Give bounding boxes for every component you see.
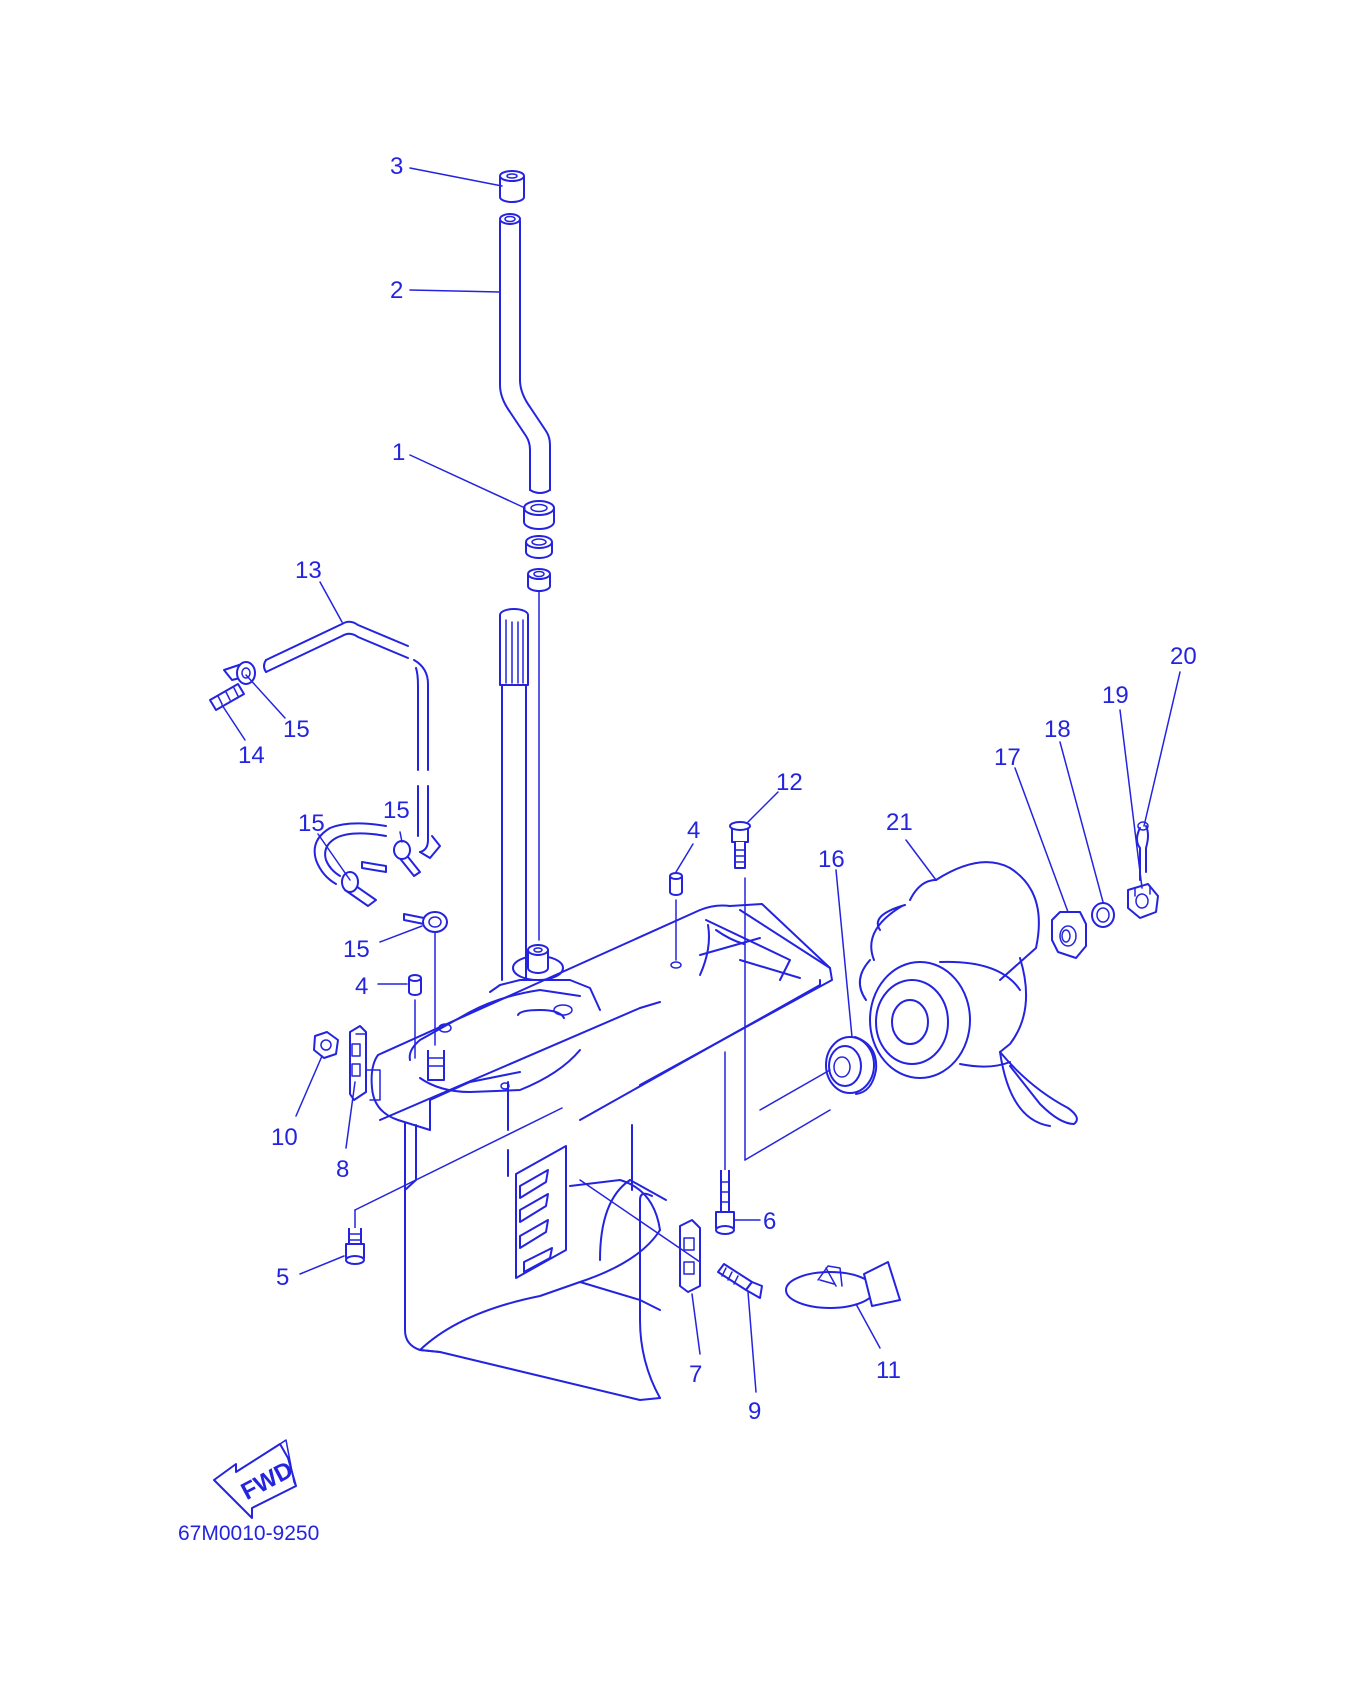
callout-3: 3 [390,153,403,180]
callout-15: 15 [383,797,410,824]
callout-4: 4 [355,973,368,1000]
part-12-bolt [729,821,831,1161]
part-21-propeller [859,861,1078,1127]
part-2-water-pipe [499,213,551,494]
part-9-bolt [717,1263,763,1299]
callout-labels: 3 2 1 13 15 14 20 19 18 17 12 4 21 16 15… [238,153,1197,1425]
part-11-trim-tab [785,1261,901,1309]
callout-11: 11 [876,1357,901,1384]
fwd-arrow-icon: FWD [213,1439,298,1519]
callout-12: 12 [776,769,803,796]
callout-9: 9 [748,1398,761,1425]
leader-lines [221,167,1181,1393]
callout-16: 16 [818,846,845,873]
part-drawings: FWD [209,170,1159,1519]
part-14-fitting [209,661,256,711]
callout-7: 7 [689,1361,702,1388]
part-3-cap [499,170,525,203]
part-6-bolt [715,1051,735,1235]
part-5-bolt [345,1107,563,1265]
part-19-nut [1127,883,1159,919]
part-18-washer [1091,902,1115,928]
part-7-anode [579,1179,701,1293]
callout-15: 15 [298,810,325,837]
callout-6: 6 [763,1208,776,1235]
part-16-thrust-washer [759,1036,878,1111]
callout-19: 19 [1102,682,1129,709]
callout-14: 14 [238,742,265,769]
callout-4: 4 [687,817,700,844]
part-17-spline-washer [1051,911,1087,959]
lower-casing [370,903,833,1401]
drive-shaft [499,608,529,981]
callout-18: 18 [1044,716,1071,743]
part-20-cotter-pin [1136,821,1149,881]
callout-17: 17 [994,744,1021,771]
callout-5: 5 [276,1264,289,1291]
callout-13: 13 [295,557,322,584]
part-4-dowel-lower [408,974,422,1059]
callout-15: 15 [343,936,370,963]
diagram-code: 67M0010-9250 [178,1522,319,1545]
callout-10: 10 [271,1124,298,1151]
callout-1: 1 [392,439,405,466]
part-1-grommets [523,500,555,941]
callout-21: 21 [886,809,913,836]
callout-8: 8 [336,1156,349,1183]
part-8-anode [349,1025,381,1101]
callout-2: 2 [390,277,403,304]
callout-20: 20 [1170,643,1197,670]
part-13-tube [263,620,441,859]
callout-15: 15 [283,716,310,743]
part-4-dowel-upper [669,872,683,969]
part-10-nut [313,1031,339,1059]
